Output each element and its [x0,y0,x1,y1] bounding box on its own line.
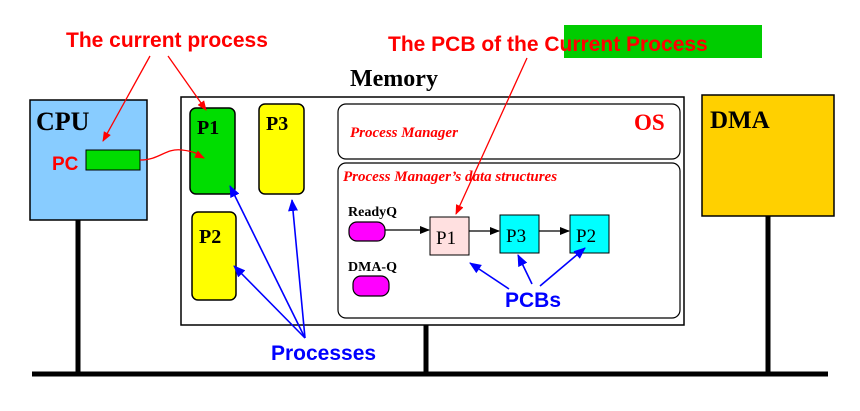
arrow-processes-to-p3 [288,199,306,339]
process-p2 [191,211,237,301]
os-label: OS [634,110,665,135]
dma-box: DMA [701,94,835,217]
arrow-processes-to-p2 [233,265,306,339]
pcbs-label: PCBs [505,289,561,312]
data-structures-label: Process Manager’s data structures [343,169,557,185]
process-manager-label: Process Manager [350,125,458,141]
memory-title: Memory [350,66,438,92]
ready-queue-label: ReadyQ [348,205,397,220]
pc-label: PC [52,154,79,175]
process-p1-label: P1 [197,117,219,139]
process-p2-label: P2 [199,226,221,248]
pcb-p1 [429,216,470,256]
arrow-current-to-p1 [167,55,207,111]
current-process-label: The current process [66,29,268,52]
arrow-pcbs-to-pcb-p2 [539,247,586,287]
arrow-pcbs-to-pcb-p3 [517,254,533,285]
program-counter-register [85,149,141,171]
dma-queue-label: DMA-Q [348,260,397,275]
arrow-pcbs-to-pcb-p1 [469,262,510,290]
pcb-p2-label: P2 [576,226,596,247]
cpu-title: CPU [36,107,90,136]
pcb-current-process-label: The PCB of the Current Process [388,33,708,56]
os-region [337,103,681,160]
current-process-highlight [564,25,762,58]
process-p3-label: P3 [266,113,288,135]
pcb-p3 [499,214,540,254]
dma-title: DMA [710,107,770,134]
pcb-p2 [569,214,610,254]
pcb-p3-label: P3 [506,226,526,247]
process-p3 [258,103,305,195]
arrow-pcb-label-to-pcb [455,57,528,215]
processes-label: Processes [271,342,376,365]
memory-box: Memory P1 P3 P2 OS Process Manager Proce… [180,66,685,326]
arrow-pc-to-p1 [139,149,205,161]
arrow-processes-to-p1 [229,185,306,339]
ready-queue-head [348,221,386,242]
arrow-current-to-pc [102,55,151,142]
cpu-box: CPU PC [29,99,148,221]
pcb-p1-label: P1 [436,228,456,249]
dma-queue-head [352,275,390,297]
system-bus [32,216,828,377]
